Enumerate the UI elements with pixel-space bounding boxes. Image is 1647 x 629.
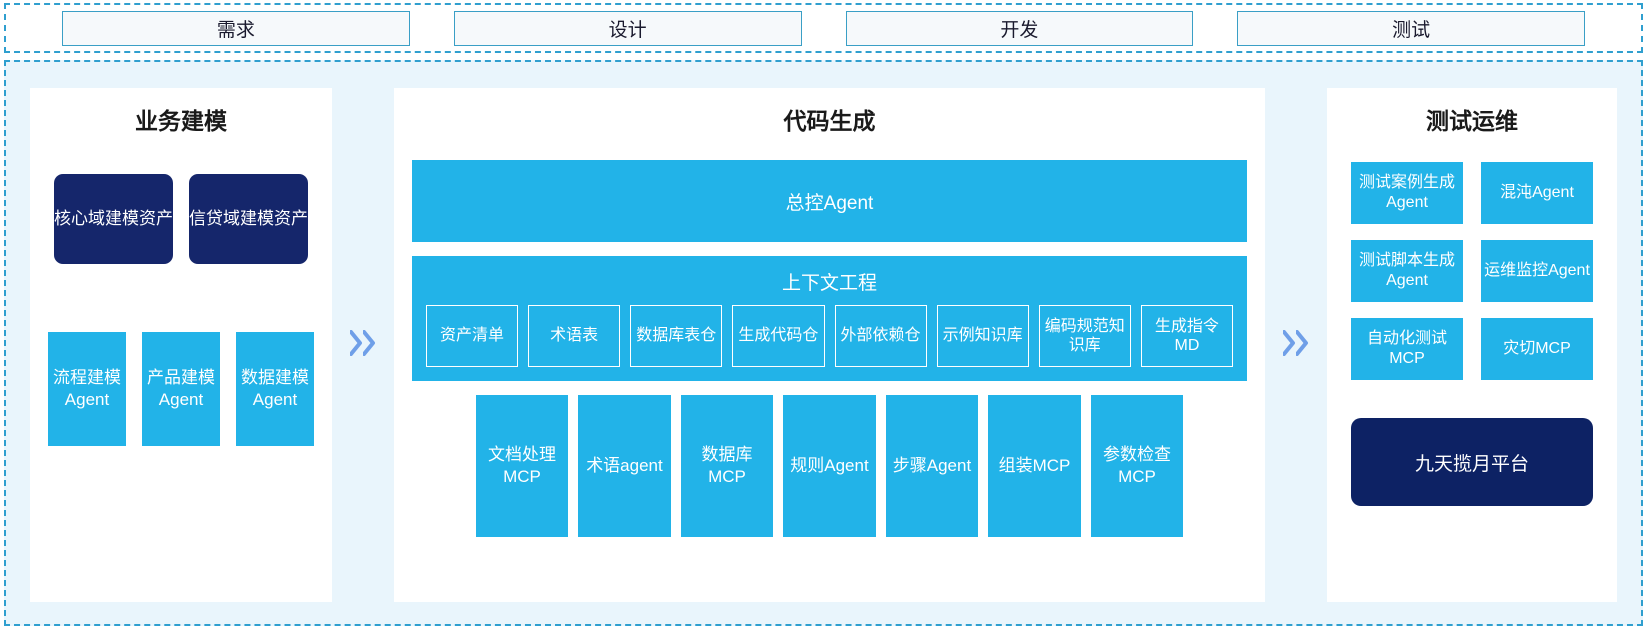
chevron-right-icon [1283, 330, 1296, 356]
context-item-label: 生成指令MD [1154, 317, 1219, 354]
panel-title-test-operations: 测试运维 [1426, 108, 1518, 134]
tool-label: 规则Agent [790, 455, 869, 475]
panel-code-generation: 代码生成 总控Agent 上下文工程 资产清单 术语表 数据库表仓 [394, 88, 1265, 602]
tool-label: 组装MCP [998, 455, 1071, 475]
asset-label: 核心域建模资产 [54, 209, 173, 229]
arrow-left-to-center [332, 62, 394, 624]
tool-box-database-mcp[interactable]: 数据库MCP [680, 395, 774, 537]
stage-item-testing[interactable]: 测试 [1237, 10, 1585, 46]
chevron-right-icon [1296, 330, 1309, 356]
context-item-label: 数据库表仓 [636, 327, 717, 345]
ops-box-test-case-generation-agent[interactable]: 测试案例生成Agent [1351, 162, 1463, 224]
agent-box-process-modeling[interactable]: 流程建模Agent [48, 332, 126, 446]
tool-label: 步骤Agent [892, 455, 972, 475]
context-item-asset-list[interactable]: 资产清单 [426, 305, 519, 367]
stage-item-development[interactable]: 开发 [845, 10, 1194, 46]
panel-title-code-generation: 代码生成 [783, 108, 876, 134]
ops-label: 自动化测试MCP [1366, 330, 1447, 367]
ops-label: 混沌Agent [1500, 184, 1574, 201]
control-agent-bar[interactable]: 总控Agent [412, 160, 1247, 242]
stage-label: 设计 [608, 19, 647, 41]
tool-box-document-processing-mcp[interactable]: 文档处理MCP [475, 395, 569, 537]
control-agent-label: 总控Agent [785, 192, 874, 214]
agent-label: 产品建模Agent [147, 367, 215, 409]
tool-label: 术语agent [586, 455, 663, 475]
context-item-database-table-repo[interactable]: 数据库表仓 [630, 305, 723, 367]
platform-box-jiutian-lanyue[interactable]: 九天揽月平台 [1351, 418, 1593, 506]
context-item-label: 生成代码仓 [738, 327, 819, 345]
stage-bar: 需求 设计 开发 测试 [4, 3, 1643, 53]
ops-box-operations-monitoring-agent[interactable]: 运维监控Agent [1481, 240, 1593, 302]
modeling-agent-group: 流程建模Agent 产品建模Agent 数据建模Agent [48, 332, 314, 446]
tool-box-row: 文档处理MCP 术语agent 数据库MCP 规则Agent 步骤Agent 组… [475, 395, 1184, 537]
chevron-right-icon [363, 330, 376, 356]
ops-label: 运维监控Agent [1484, 262, 1590, 279]
tool-box-assembly-mcp[interactable]: 组装MCP [988, 395, 1081, 537]
arrow-center-to-right [1265, 62, 1327, 624]
context-item-label: 编码规范知识库 [1044, 317, 1125, 354]
agent-label: 流程建模Agent [53, 367, 121, 409]
ops-box-automated-testing-mcp[interactable]: 自动化测试MCP [1351, 318, 1463, 380]
stage-label: 开发 [1000, 19, 1039, 41]
context-engineering-title: 上下文工程 [781, 273, 877, 294]
tool-box-rule-agent[interactable]: 规则Agent [783, 395, 876, 537]
agent-box-data-modeling[interactable]: 数据建模Agent [236, 332, 314, 446]
double-chevron-right-icon [350, 330, 376, 356]
context-item-label: 资产清单 [440, 327, 505, 345]
tool-box-step-agent[interactable]: 步骤Agent [885, 395, 979, 537]
ops-box-disaster-switch-mcp[interactable]: 灾切MCP [1481, 318, 1593, 380]
tool-box-glossary-agent[interactable]: 术语agent [578, 395, 671, 537]
context-item-coding-standard-knowledge-base[interactable]: 编码规范知识库 [1038, 305, 1131, 367]
context-item-label: 外部依赖仓 [840, 327, 921, 345]
asset-box-group: 核心域建模资产 信贷域建模资产 [54, 174, 308, 264]
asset-box-core-domain[interactable]: 核心域建模资产 [54, 174, 173, 264]
stage-label: 需求 [216, 19, 255, 41]
ops-box-chaos-agent[interactable]: 混沌Agent [1481, 162, 1593, 224]
context-item-generated-code-repo[interactable]: 生成代码仓 [732, 305, 825, 367]
panel-title-business-modeling: 业务建模 [135, 108, 227, 134]
double-chevron-right-icon [1283, 330, 1309, 356]
chevron-right-icon [350, 330, 363, 356]
panel-business-modeling: 业务建模 核心域建模资产 信贷域建模资产 流程建模Agent 产品建模Agent… [30, 88, 332, 602]
tool-label: 数据库MCP [701, 444, 753, 486]
context-item-external-dependency-repo[interactable]: 外部依赖仓 [834, 305, 927, 367]
asset-box-credit-domain[interactable]: 信贷域建模资产 [189, 174, 308, 264]
agent-box-product-modeling[interactable]: 产品建模Agent [142, 332, 220, 446]
context-item-label: 示例知识库 [942, 327, 1023, 345]
context-item-label: 术语表 [550, 327, 599, 345]
stage-item-requirements[interactable]: 需求 [62, 10, 410, 46]
asset-label: 信贷域建模资产 [189, 209, 308, 229]
agent-label: 数据建模Agent [241, 367, 309, 409]
tool-label: 文档处理MCP [487, 444, 556, 486]
context-item-generation-instruction-md[interactable]: 生成指令MD [1140, 305, 1233, 367]
stage-item-design[interactable]: 设计 [453, 10, 802, 46]
ops-label: 测试脚本生成Agent [1358, 252, 1455, 289]
panel-test-operations: 测试运维 测试案例生成Agent 混沌Agent 测试脚本生成Agent 运维监… [1327, 88, 1617, 602]
tool-box-parameter-check-mcp[interactable]: 参数检查MCP [1090, 395, 1184, 537]
context-item-row: 资产清单 术语表 数据库表仓 生成代码仓 外部依赖仓 示例知 [426, 305, 1233, 367]
context-item-example-knowledge-base[interactable]: 示例知识库 [936, 305, 1029, 367]
ops-box-grid: 测试案例生成Agent 混沌Agent 测试脚本生成Agent 运维监控Agen… [1351, 162, 1593, 380]
ops-label: 灾切MCP [1503, 340, 1571, 357]
ops-box-test-script-generation-agent[interactable]: 测试脚本生成Agent [1351, 240, 1463, 302]
ops-label: 测试案例生成Agent [1358, 174, 1455, 211]
context-engineering-block: 上下文工程 资产清单 术语表 数据库表仓 生成代码仓 外部依赖仓 [412, 256, 1247, 381]
context-item-glossary[interactable]: 术语表 [528, 305, 621, 367]
stage-label: 测试 [1392, 19, 1431, 41]
main-area: 业务建模 核心域建模资产 信贷域建模资产 流程建模Agent 产品建模Agent… [4, 60, 1643, 626]
platform-label: 九天揽月平台 [1414, 453, 1529, 475]
tool-label: 参数检查MCP [1102, 444, 1171, 486]
